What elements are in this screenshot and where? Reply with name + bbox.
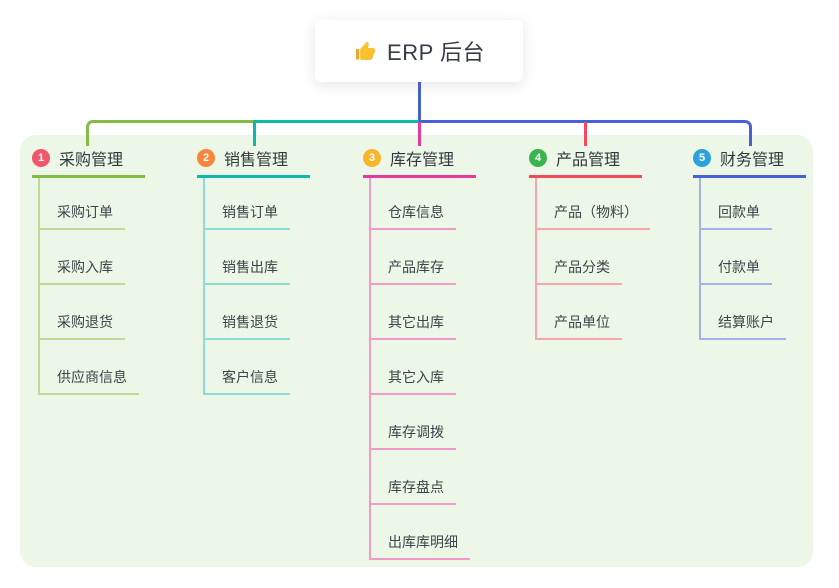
connector-branch5: [419, 120, 752, 146]
child-node[interactable]: 产品库存: [369, 257, 456, 285]
child-node[interactable]: 产品分类: [535, 257, 622, 285]
child-node[interactable]: 销售订单: [203, 202, 290, 230]
branch-label: 产品管理: [556, 152, 621, 169]
child-node[interactable]: 其它入库: [369, 367, 456, 395]
connector-root-drop: [418, 82, 421, 121]
child-node[interactable]: 供应商信息: [38, 367, 139, 395]
child-node[interactable]: 库存调拨: [369, 422, 456, 450]
child-node[interactable]: 产品（物料）: [535, 202, 650, 230]
branch-label: 财务管理: [720, 152, 785, 169]
branch-number-badge: 2: [197, 149, 215, 167]
connector-branch2-horizontal: [253, 120, 419, 123]
child-node[interactable]: 采购订单: [38, 202, 125, 230]
branch-node-product[interactable]: 4 产品管理: [529, 146, 642, 178]
branch-node-finance[interactable]: 5 财务管理: [693, 146, 806, 178]
connector-branch3-drop: [418, 122, 421, 146]
child-node[interactable]: 其它出库: [369, 312, 456, 340]
branch-child-connector: [38, 178, 40, 393]
branch-number-badge: 4: [529, 149, 547, 167]
connector-branch1: [86, 120, 253, 146]
branches-background-panel: [20, 135, 813, 567]
branch-child-connector: [203, 178, 205, 393]
child-node[interactable]: 产品单位: [535, 312, 622, 340]
thumbs-up-icon: [356, 42, 376, 60]
branch-label: 采购管理: [59, 152, 124, 169]
child-node[interactable]: 仓库信息: [369, 202, 456, 230]
child-node[interactable]: 采购退货: [38, 312, 125, 340]
child-node[interactable]: 出库库明细: [369, 532, 470, 560]
branch-node-purchase[interactable]: 1 采购管理: [32, 146, 145, 178]
connector-branch4-drop: [584, 122, 587, 146]
root-node[interactable]: ERP 后台: [315, 20, 523, 82]
branch-label: 销售管理: [224, 152, 289, 169]
child-node[interactable]: 采购入库: [38, 257, 125, 285]
branch-child-connector: [699, 178, 701, 338]
child-node[interactable]: 销售退货: [203, 312, 290, 340]
child-node[interactable]: 客户信息: [203, 367, 290, 395]
child-node[interactable]: 回款单: [699, 202, 772, 230]
branch-number-badge: 1: [32, 149, 50, 167]
connector-branch2-drop: [253, 121, 256, 146]
child-node[interactable]: 销售出库: [203, 257, 290, 285]
branch-child-connector: [535, 178, 537, 338]
branch-node-sales[interactable]: 2 销售管理: [197, 146, 310, 178]
branch-label: 库存管理: [390, 152, 455, 169]
root-label: ERP 后台: [387, 40, 485, 65]
branch-number-badge: 5: [693, 149, 711, 167]
branch-node-inventory[interactable]: 3 库存管理: [363, 146, 476, 178]
branch-number-badge: 3: [363, 149, 381, 167]
child-node[interactable]: 库存盘点: [369, 477, 456, 505]
child-node[interactable]: 付款单: [699, 257, 772, 285]
branch-child-connector: [369, 178, 371, 558]
child-node[interactable]: 结算账户: [699, 312, 786, 340]
